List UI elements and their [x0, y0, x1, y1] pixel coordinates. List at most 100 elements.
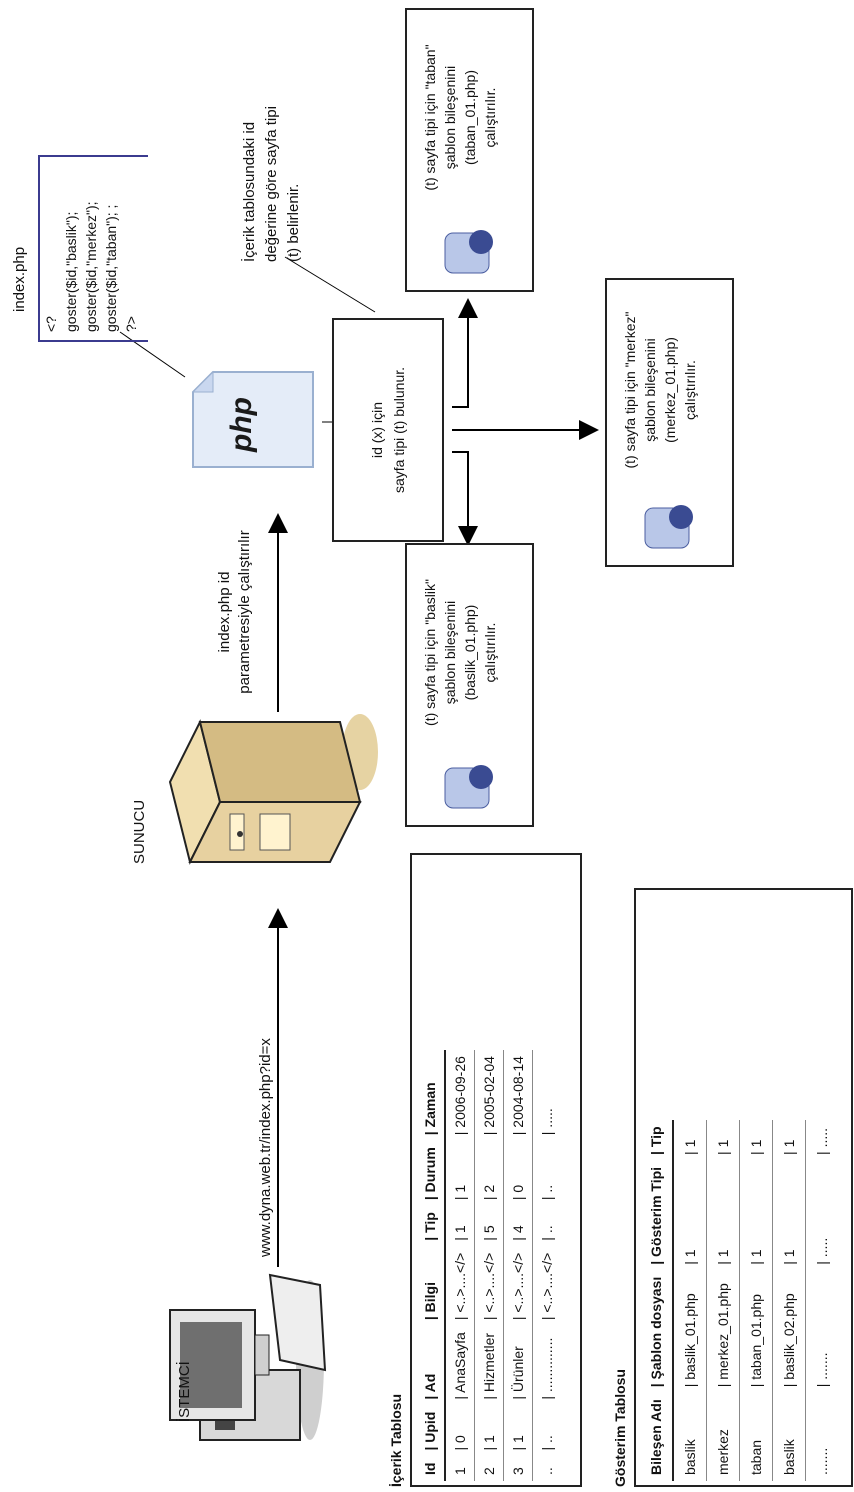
code-close: ?>	[123, 316, 139, 332]
table-header-cell: | Upid	[416, 1405, 445, 1457]
table-cell: 1	[445, 1456, 475, 1481]
taban-line-2: şablon bileşenini	[442, 65, 458, 170]
decision-line-1: id (x) için	[369, 402, 385, 459]
php-scroll-icon	[437, 758, 497, 813]
table-cell: | <..>....</>	[539, 1252, 555, 1321]
baslik-component-box: (t) sayfa tipi için "baslik" şablon bile…	[405, 543, 534, 827]
table-cell: 3	[503, 1456, 533, 1481]
code-line-3: goster($id,"taban"); ;	[103, 204, 119, 332]
arrow-to-baslik	[452, 451, 478, 546]
table-header-cell: | Bilgi	[416, 1246, 445, 1327]
table-cell: | .....	[814, 1127, 830, 1155]
table-cell: | 2004-08-14	[503, 1050, 533, 1142]
table-cell: | 1	[772, 1120, 806, 1161]
request-url: www.dyna.web.tr/index.php?id=x	[257, 1038, 274, 1257]
baslik-line-2: şablon bileşenini	[442, 600, 458, 705]
table-cell: | ..............	[539, 1337, 555, 1400]
baslik-line-1: (t) sayfa tipi için "baslik"	[422, 579, 438, 726]
decision-line-2: sayfa tipi (t) bulunur.	[391, 366, 407, 494]
table-cell: | 1	[474, 1405, 504, 1457]
table-cell: | 1	[739, 1160, 773, 1271]
table-cell: | taban_01.php	[739, 1270, 773, 1394]
table-cell: | 1	[706, 1120, 740, 1161]
table-cell: | 2005-02-04	[474, 1050, 504, 1142]
table-header-cell: | Gösterim Tipi	[640, 1160, 673, 1271]
php-scroll-icon	[637, 498, 697, 553]
table-header-cell: Bileşen Adı	[640, 1393, 673, 1481]
client-label: İSTEMCİ	[176, 1361, 193, 1422]
table-cell: | ..	[539, 1435, 555, 1451]
table-cell: taban	[739, 1393, 773, 1481]
file-name-label: index.php	[11, 246, 28, 312]
server-label: SUNUCU	[131, 799, 148, 864]
merkez-line-1: (t) sayfa tipi için "merkez"	[622, 311, 638, 469]
table-cell: | baslik_02.php	[772, 1270, 806, 1394]
table-header-cell: | Ad	[416, 1326, 445, 1406]
table-cell: | 1	[445, 1206, 475, 1247]
gosterim-table: Bileşen Adı| Şablon dosyası| Gösterim Ti…	[634, 888, 853, 1487]
table-cell: | 1	[706, 1160, 740, 1271]
code-open: <?	[43, 316, 59, 332]
table-row: baslik| baslik_02.php| 1| 1	[772, 1120, 806, 1481]
baslik-line-4: çalıştırılır.	[482, 622, 498, 683]
table-cell: baslik	[673, 1393, 707, 1481]
table-row: 3| 1| Ürünler| <..>....</>| 4| 0| 2004-0…	[503, 1050, 533, 1481]
taban-line-3: (taban_01.php)	[462, 70, 478, 165]
table-cell: | <..>....</>	[474, 1246, 504, 1327]
table-cell: | 0	[503, 1141, 533, 1207]
table-header-row: Id| Upid| Ad| Bilgi| Tip| Durum| Zaman	[416, 1050, 445, 1481]
taban-line-4: çalıştırılır.	[482, 87, 498, 148]
table-cell: 2	[474, 1456, 504, 1481]
table-cell: | ..	[539, 1184, 555, 1201]
table-cell: | 1	[673, 1160, 707, 1271]
table-cell: | merkez_01.php	[706, 1270, 740, 1394]
code-bar	[38, 157, 40, 342]
table-header-cell: | Durum	[416, 1141, 445, 1207]
note-line-1: İçerik tablosundaki id	[241, 121, 258, 262]
php-logo-text: php	[225, 397, 258, 452]
table-cell: | 0	[445, 1405, 475, 1457]
table-row: 1| 0| AnaSayfa| <..>....</>| 1| 1| 2006-…	[445, 1050, 475, 1481]
note-callout-line	[284, 256, 376, 313]
baslik-line-3: (baslik_01.php)	[462, 604, 478, 701]
table-header-cell: | Tip	[640, 1120, 673, 1161]
table-row: taban| taban_01.php| 1| 1	[739, 1120, 773, 1481]
table-cell: .......	[814, 1447, 830, 1475]
merkez-line-3: (merkez_01.php)	[662, 337, 678, 443]
decision-box: id (x) için sayfa tipi (t) bulunur.	[332, 318, 444, 542]
table-cell: merkez	[706, 1393, 740, 1481]
code-block: <? goster($id,"baslik"); goster($id,"mer…	[38, 152, 148, 342]
merkez-line-4: çalıştırılır.	[682, 360, 698, 420]
merkez-line-2: şablon bileşenini	[642, 338, 658, 442]
table-row: ..| ..| ..............| <..>....</>| ..|…	[533, 1050, 562, 1481]
icerik-table-title: İçerik Tablosu	[388, 1393, 404, 1487]
table-cell: | .....	[539, 1108, 555, 1136]
table-header-cell: | Şablon dosyası	[640, 1270, 673, 1394]
table-cell: | 1	[772, 1160, 806, 1271]
table-cell: | .....	[814, 1237, 830, 1265]
php-scroll-icon	[437, 223, 497, 278]
table-row: merkez| merkez_01.php| 1| 1	[706, 1120, 740, 1481]
table-cell: | .......	[814, 1352, 830, 1388]
table-cell: | 4	[503, 1206, 533, 1247]
table-cell: | 1	[673, 1120, 707, 1161]
table-cell: | baslik_01.php	[673, 1270, 707, 1394]
table-cell: | <..>....</>	[503, 1246, 533, 1327]
table-cell: | 2	[474, 1141, 504, 1207]
gosterim-table-title: Gösterim Tablosu	[612, 1369, 628, 1487]
run-label-1: index.php id	[216, 571, 233, 653]
taban-component-box: (t) sayfa tipi için "taban" şablon bileş…	[405, 8, 534, 292]
table-row: 2| 1| Hizmetler| <..>....</>| 5| 2| 2005…	[474, 1050, 504, 1481]
code-line-2: goster($id,"merkez");	[83, 201, 99, 332]
table-header-cell: Id	[416, 1456, 445, 1481]
table-header-cell: | Tip	[416, 1206, 445, 1247]
note-line-2: değerine göre sayfa tipi	[263, 106, 280, 262]
table-cell: | 2006-09-26	[445, 1050, 475, 1142]
note-line-3: (t) belirlenir.	[285, 183, 302, 262]
table-row: ....... | ....... | ..... | .....	[806, 1120, 839, 1481]
code-bar-right	[38, 155, 148, 157]
table-cell: | Ürünler	[503, 1326, 533, 1406]
